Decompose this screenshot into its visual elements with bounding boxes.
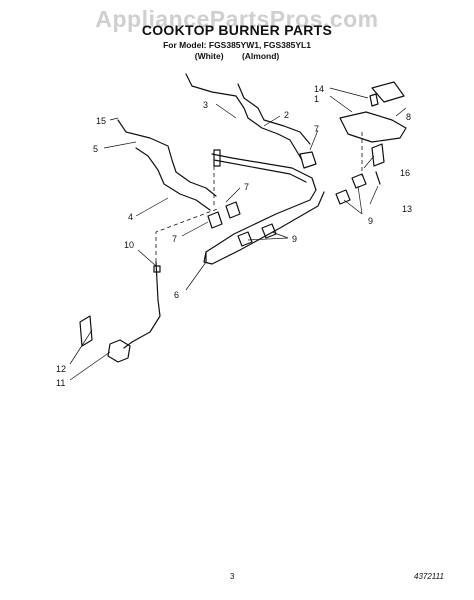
callout-16: 16 xyxy=(400,168,410,178)
watermark: AppliancePartsPros.com xyxy=(95,6,379,32)
valve-body xyxy=(107,339,131,363)
burner-tube-2 xyxy=(237,83,311,145)
callout-7c: 7 xyxy=(172,234,177,244)
burner-base xyxy=(339,111,407,143)
color-white: (White) xyxy=(194,51,224,61)
callout-7a: 7 xyxy=(314,124,319,134)
callout-3: 3 xyxy=(203,100,208,110)
callout-11: 11 xyxy=(56,378,65,388)
page-number: 3 xyxy=(230,572,235,581)
callout-6: 6 xyxy=(174,290,179,300)
callout-9a: 9 xyxy=(368,216,373,226)
igniter-16 xyxy=(371,143,385,167)
color-line: (White) (Almond) xyxy=(0,51,474,61)
cap-9c xyxy=(237,231,253,247)
burner-tube-10 xyxy=(123,261,161,349)
callout-13: 13 xyxy=(402,204,412,214)
cap-9b xyxy=(351,173,367,189)
screw-13 xyxy=(375,171,381,185)
orifice-14 xyxy=(369,93,379,107)
orifice-7a xyxy=(299,151,317,169)
valve-bracket xyxy=(79,315,93,347)
model-line: For Model: FGS385YW1, FGS385YL1 xyxy=(163,40,311,50)
manifold-bracket xyxy=(205,149,221,263)
callout-1: 1 xyxy=(314,94,319,104)
callout-9b: 9 xyxy=(292,234,297,244)
cap-9d xyxy=(261,223,277,239)
burner-bracket-8 xyxy=(371,81,405,103)
burner-tube-10-fitting xyxy=(153,265,161,273)
document-number: 4372111 xyxy=(414,572,444,581)
callout-5: 5 xyxy=(93,144,98,154)
callout-7b: 7 xyxy=(244,182,249,192)
cap-9a xyxy=(335,189,351,205)
orifice-7c xyxy=(207,211,223,229)
callout-2: 2 xyxy=(284,110,289,120)
callout-14: 14 xyxy=(314,84,324,94)
callout-8: 8 xyxy=(406,112,411,122)
dash-line-left xyxy=(155,207,221,262)
callout-15: 15 xyxy=(96,116,106,126)
page-title: COOKTOP BURNER PARTS xyxy=(141,22,333,38)
burner-tube-4 xyxy=(135,147,211,211)
manifold-pipe xyxy=(203,153,325,265)
callout-4: 4 xyxy=(128,212,133,222)
callout-12: 12 xyxy=(56,364,66,374)
burner-tube-3 xyxy=(185,73,303,161)
orifice-7b xyxy=(225,201,241,219)
burner-tube-5 xyxy=(117,119,217,197)
color-almond: (Almond) xyxy=(241,51,280,61)
manifold-pipe-inner xyxy=(213,159,307,183)
callout-10: 10 xyxy=(124,240,134,250)
